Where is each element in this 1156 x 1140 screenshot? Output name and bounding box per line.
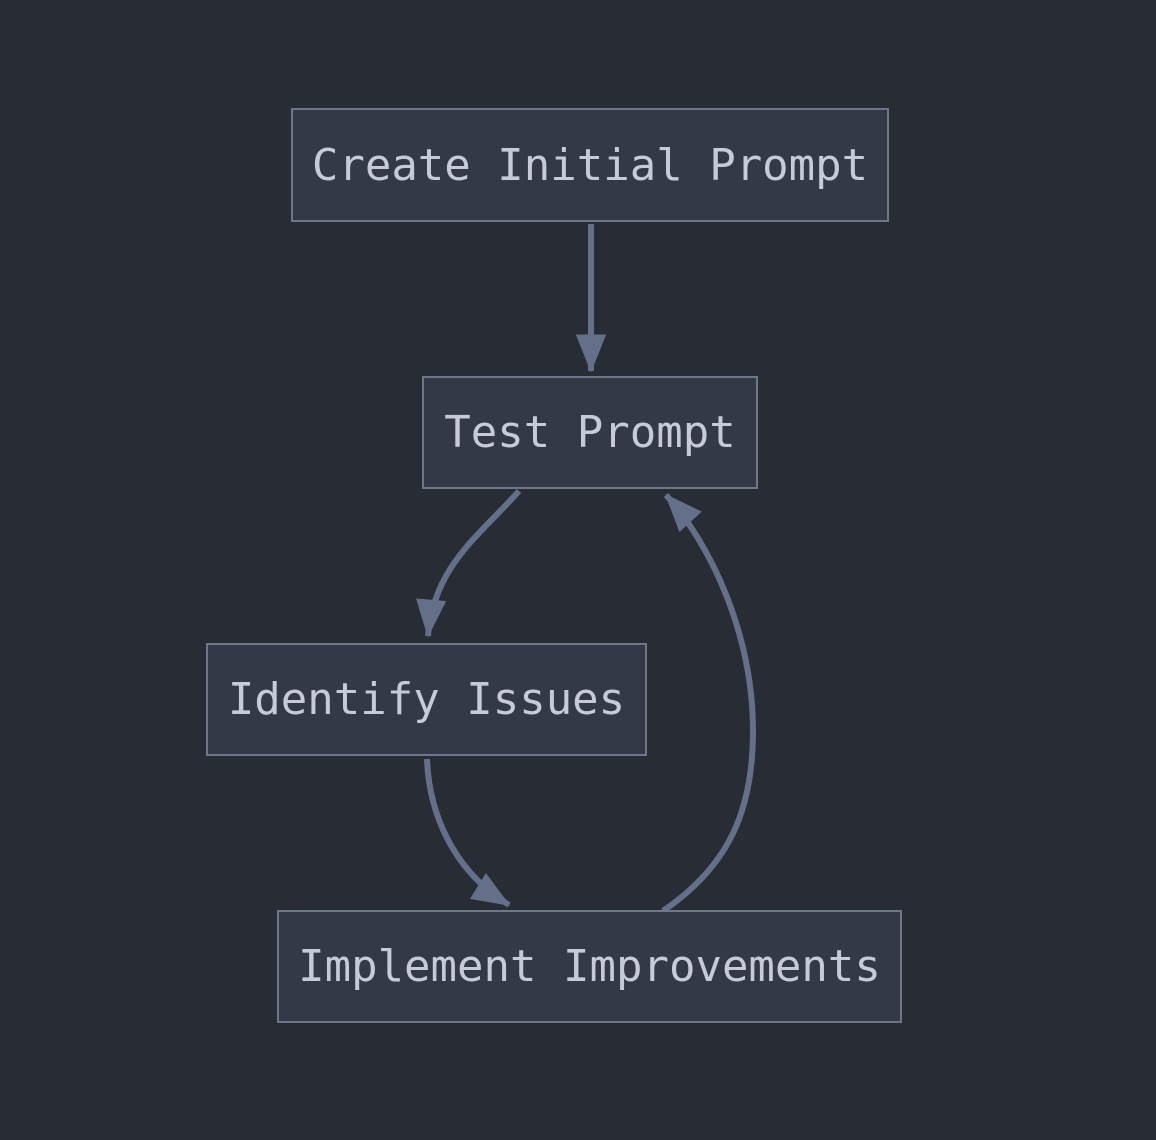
- edge-identify-to-implement: [424, 758, 511, 908]
- node-implement-improvements-label: Implement Improvements: [298, 941, 881, 992]
- edge-test-to-identify: [415, 489, 522, 638]
- node-identify-issues: Identify Issues: [206, 643, 647, 756]
- node-implement-improvements: Implement Improvements: [277, 910, 902, 1023]
- node-create-initial-prompt-label: Create Initial Prompt: [311, 139, 869, 191]
- edge-implement-to-test: [661, 492, 757, 914]
- node-test-prompt-label: Test Prompt: [444, 407, 736, 458]
- node-test-prompt: Test Prompt: [422, 376, 758, 489]
- node-create-initial-prompt: Create Initial Prompt: [291, 108, 889, 222]
- node-identify-issues-label: Identify Issues: [227, 674, 626, 725]
